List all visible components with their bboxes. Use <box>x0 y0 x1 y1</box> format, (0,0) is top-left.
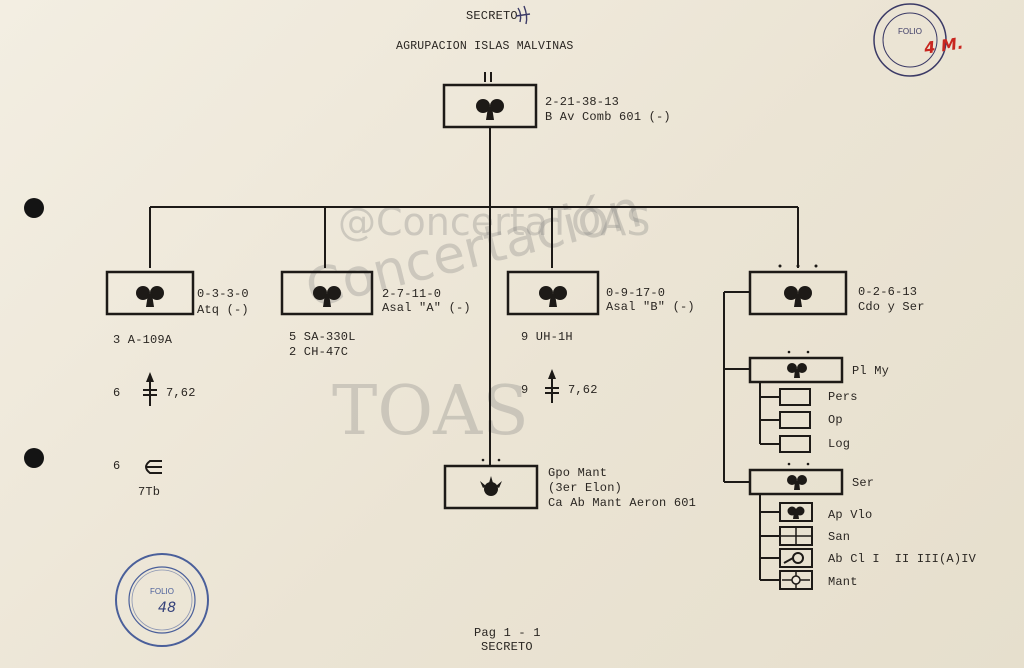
plmy-item-pers: Pers <box>828 390 858 404</box>
hq-box <box>442 83 538 129</box>
ser-box <box>748 468 844 496</box>
attack-weapon-caliber: 7,62 <box>166 386 196 400</box>
ap-vlo-box <box>779 502 813 522</box>
assault-b-weapon-caliber: 7,62 <box>568 383 598 397</box>
command-name: Cdo y Ser <box>858 300 925 314</box>
header-title: AGRUPACION ISLAS MALVINAS <box>396 40 574 53</box>
maintenance-line-3: Ca Ab Mant Aeron 601 <box>548 496 697 510</box>
attack-weapon-count: 6 <box>113 386 121 400</box>
folio-stamp-bottom <box>115 553 209 647</box>
assault-a-box <box>280 270 374 316</box>
aviation-icon-ser <box>787 475 807 490</box>
aviation-icon-plmy <box>787 363 807 378</box>
aviation-icon-attack <box>136 286 164 307</box>
ser-item-mant: Mant <box>828 575 858 589</box>
aviation-icon-assault-b <box>539 286 567 307</box>
maintenance-line-1: Gpo Mant <box>548 466 608 480</box>
mant-symbol <box>791 575 801 585</box>
aviation-icon-ap-vlo <box>787 506 805 519</box>
assault-a-name: Asal "A" (-) <box>382 301 471 315</box>
maintenance-icon <box>480 476 502 496</box>
assault-b-name: Asal "B" (-) <box>606 300 695 314</box>
maintenance-box <box>443 464 539 510</box>
mant-box <box>779 570 813 590</box>
plmy-box <box>748 356 844 384</box>
attack-aircraft: 3 A-109A <box>113 333 173 347</box>
op-box <box>779 411 811 429</box>
folio-stamp-bottom-label: FOLIO <box>150 587 174 596</box>
plmy-item-log: Log <box>828 437 851 451</box>
ab-box <box>779 548 813 568</box>
attack-code: 0-3-3-0 <box>197 287 249 301</box>
assault-b-aircraft: 9 UH-1H <box>521 330 573 344</box>
assault-a-code: 2-7-11-0 <box>382 287 442 301</box>
hq-name: B Av Comb 601 (-) <box>545 110 671 124</box>
plmy-label: Pl My <box>852 364 890 378</box>
folio-stamp-top <box>873 3 947 77</box>
folio-stamp-top-label: FOLIO <box>898 27 922 36</box>
assault-a-aircraft-1: 5 SA-330L <box>289 330 356 344</box>
log-box <box>779 435 811 453</box>
ser-item-ab: Ab Cl I II III(A)IV <box>828 552 977 566</box>
footer-page: Pag 1 - 1 <box>474 626 541 640</box>
folio-bottom-number: 48 <box>158 600 177 616</box>
assault-a-aircraft-2: 2 CH-47C <box>289 345 349 359</box>
assault-b-code: 0-9-17-0 <box>606 286 666 300</box>
hq-code: 2-21-38-13 <box>545 95 620 109</box>
aviation-icon-command <box>784 286 812 307</box>
command-code: 0-2-6-13 <box>858 285 918 299</box>
assault-b-weapon-count: 9 <box>521 383 529 397</box>
header-classification: SECRETO <box>466 9 518 23</box>
torpedo-count: 6 <box>113 459 121 473</box>
binder-hole-bottom <box>24 448 44 468</box>
signature-mark <box>515 5 531 25</box>
plmy-item-op: Op <box>828 413 843 427</box>
maintenance-line-2: (3er Elon) <box>548 481 623 495</box>
attack-name: Atq (-) <box>197 303 249 317</box>
torpedo-label: 7Tb <box>138 485 161 499</box>
assault-b-box <box>506 270 600 316</box>
ab-symbol <box>792 552 804 564</box>
binder-hole-top <box>24 198 44 218</box>
aviation-icon-hq <box>476 99 504 120</box>
aviation-icon-assault-a <box>313 286 341 307</box>
pers-box <box>779 388 811 406</box>
footer-classification: SECRETO <box>481 640 533 654</box>
attack-box <box>105 270 195 316</box>
ser-label: Ser <box>852 476 875 490</box>
ser-item-ap-vlo: Ap Vlo <box>828 508 873 522</box>
ser-item-san: San <box>828 530 851 544</box>
